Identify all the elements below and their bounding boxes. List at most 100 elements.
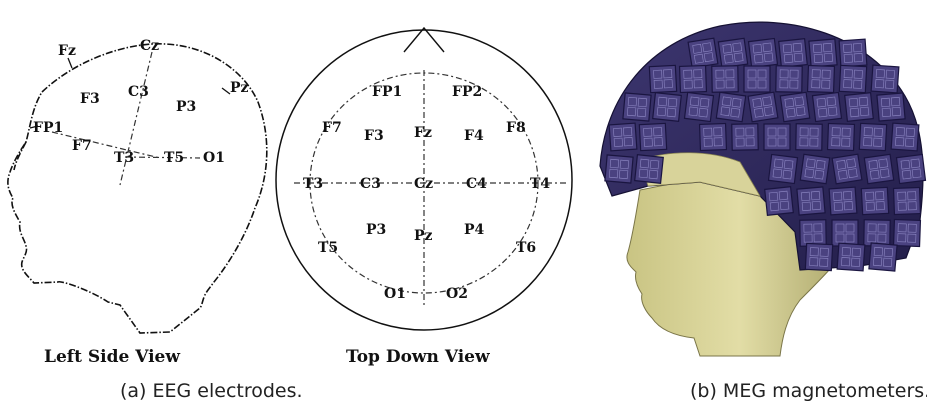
meg-sensor-tile <box>634 154 664 184</box>
meg-sensor-tile <box>838 38 868 68</box>
meg-sensor-tile <box>778 38 808 68</box>
top-label-t4: T4 <box>530 176 550 192</box>
meg-sensor-tile <box>863 219 891 247</box>
top-label-c4: C4 <box>466 176 487 192</box>
meg-sensor-tile <box>687 37 719 69</box>
side-tick-fz <box>67 57 73 69</box>
meg-sensor-tile <box>763 123 791 151</box>
meg-sensor-tile <box>648 64 678 94</box>
meg-sensor-tile <box>683 91 715 123</box>
meg-sensor-tile <box>767 153 799 185</box>
side-line-t3-t5 <box>124 156 201 159</box>
top-label-c3: C3 <box>360 176 381 192</box>
meg-sensor-tile <box>858 122 888 152</box>
meg-sensor-tile <box>731 123 759 151</box>
eeg-top-view: FP1 FP2 F7 F3 Fz F4 F8 T3 C3 Cz C4 T4 T5… <box>275 26 573 367</box>
side-label-cz: Cz <box>140 38 159 54</box>
meg-sensor-tile <box>743 65 771 93</box>
side-label-t3: T3 <box>114 150 134 166</box>
meg-sensor-tile <box>799 219 827 247</box>
top-label-f3: F3 <box>364 128 384 144</box>
side-label-c3: C3 <box>128 84 149 100</box>
top-label-fz: Fz <box>414 125 432 141</box>
meg-sensor-tile <box>892 218 922 248</box>
top-head-outline <box>275 29 573 331</box>
meg-sensor-tile <box>863 153 895 185</box>
top-label-p3: P3 <box>366 222 386 238</box>
top-label-pz: Pz <box>414 228 433 244</box>
side-label-fz: Fz <box>58 43 76 59</box>
side-label-f3: F3 <box>80 91 100 107</box>
side-tick-fp1 <box>29 125 39 129</box>
meg-sensor-tile <box>828 186 858 216</box>
meg-sensor-tile <box>860 186 890 216</box>
meg-sensor-tile <box>715 91 747 123</box>
meg-sensor-tile <box>796 186 826 216</box>
caption-eeg: (a) EEG electrodes. <box>120 380 303 402</box>
meg-illustration <box>599 21 927 357</box>
meg-sensor-tile <box>838 64 868 94</box>
meg-sensor-tile <box>638 122 668 152</box>
meg-sensor-tile <box>804 242 834 272</box>
side-label-f7: F7 <box>72 138 92 154</box>
side-label-o1: O1 <box>203 150 225 166</box>
side-label-t5: T5 <box>164 150 184 166</box>
meg-sensor-tile <box>868 242 898 272</box>
side-label-pz: Pz <box>230 80 249 96</box>
meg-sensor-tile <box>892 186 922 216</box>
meg-forehead <box>639 152 761 197</box>
meg-sensor-tile <box>711 65 739 93</box>
top-label-t3: T3 <box>303 176 323 192</box>
caption-meg: (b) MEG magnetometers. <box>690 380 927 402</box>
meg-sensor-tile <box>604 154 634 184</box>
meg-sensor-array <box>604 37 927 272</box>
top-label-f7: F7 <box>322 120 342 136</box>
side-view-title: Left Side View <box>44 347 180 367</box>
meg-sensor-tile <box>876 92 906 122</box>
meg-sensor-tile <box>795 123 823 151</box>
meg-sensor-tile <box>652 92 682 122</box>
top-label-fp2: FP2 <box>452 84 482 100</box>
side-line-cz <box>119 51 153 186</box>
top-label-p4: P4 <box>464 222 485 238</box>
meg-sensor-tile <box>831 153 863 185</box>
side-label-fp1: FP1 <box>33 120 63 136</box>
top-nose <box>403 26 445 53</box>
top-label-cz: Cz <box>414 176 433 192</box>
side-label-p3: P3 <box>176 99 196 115</box>
meg-sensor-tile <box>826 122 856 152</box>
top-view-title: Top Down View <box>346 347 490 367</box>
side-tick-pz <box>221 87 231 95</box>
top-label-fp1: FP1 <box>372 84 402 100</box>
meg-sensor-tile <box>811 91 843 123</box>
meg-sensor-tile <box>890 122 920 152</box>
meg-sensor-tile <box>799 153 831 185</box>
meg-sensor-tile <box>698 122 728 152</box>
meg-sensor-tile <box>747 37 779 69</box>
meg-sensor-tile <box>747 91 779 123</box>
meg-sensor-tile <box>779 91 811 123</box>
meg-sensor-tile <box>764 186 794 216</box>
meg-sensor-tile <box>608 122 638 152</box>
meg-sensor-tile <box>717 37 749 69</box>
meg-sensor-tile <box>678 64 708 94</box>
meg-sensor-tile <box>808 38 838 68</box>
top-label-o2: O2 <box>446 286 468 302</box>
meg-sensor-tile <box>622 92 652 122</box>
meg-sensor-tile <box>895 153 927 185</box>
meg-sensor-tile <box>806 64 836 94</box>
meg-sensor-tile <box>870 64 900 94</box>
side-line-fp1-t3 <box>51 131 161 159</box>
meg-sensor-tile <box>844 92 874 122</box>
top-label-f4: F4 <box>464 128 484 144</box>
top-label-t6: T6 <box>516 240 536 256</box>
top-label-t5: T5 <box>318 240 338 256</box>
meg-sensor-tile <box>836 242 866 272</box>
eeg-side-view: Fz Cz Pz F3 C3 P3 FP1 F7 T3 T5 O1 Left S… <box>7 38 268 367</box>
side-nose <box>13 141 27 171</box>
meg-sensor-tile <box>831 219 859 247</box>
meg-sensor-tile <box>775 65 803 93</box>
top-label-f8: F8 <box>506 120 526 136</box>
top-label-o1: O1 <box>384 286 406 302</box>
